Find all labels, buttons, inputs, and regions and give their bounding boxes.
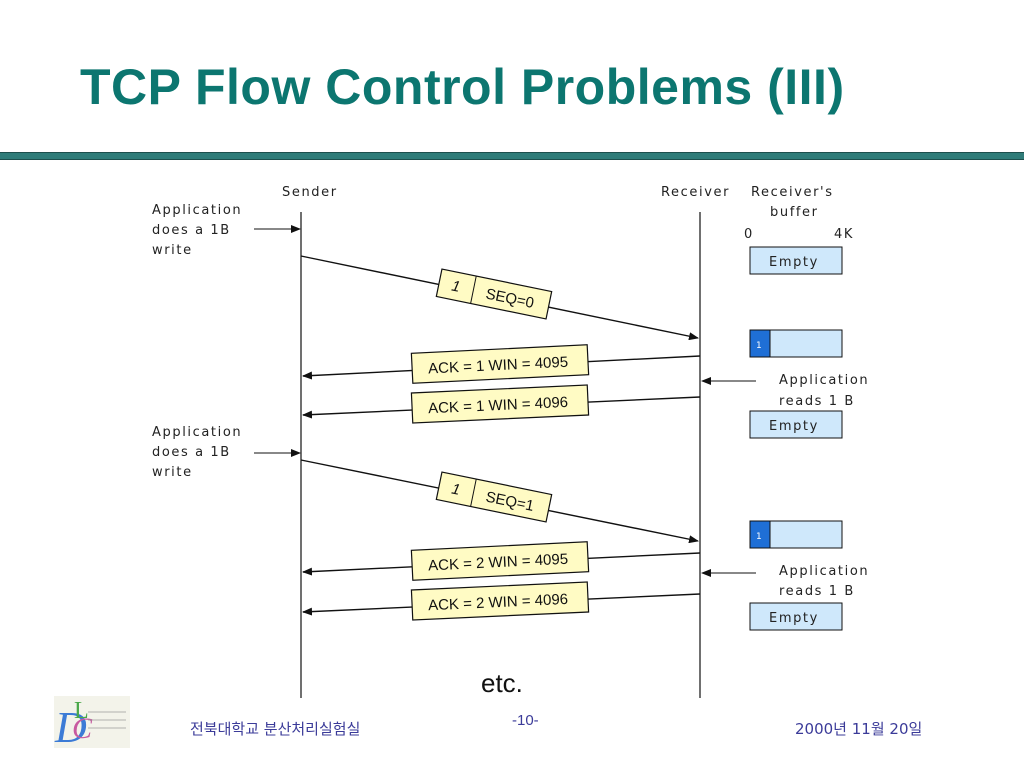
- message-text: ACK = 2 WIN = 4096: [428, 591, 569, 614]
- buffer-state-4: 1: [749, 520, 843, 549]
- message-seq-1: 1 SEQ=1: [300, 459, 699, 544]
- message-text: ACK = 2 WIN = 4095: [428, 551, 569, 575]
- buffer-state-3: Empty: [749, 410, 843, 439]
- message-text: ACK = 1 WIN = 4096: [428, 394, 569, 417]
- app-read-annotation-1: Application reads 1 B: [701, 373, 869, 409]
- svg-text:Empty: Empty: [769, 255, 819, 270]
- footer-organization: 전북대학교 분산처리실험실: [190, 720, 361, 738]
- page-number: -10-: [512, 712, 539, 729]
- svg-text:Application: Application: [152, 425, 242, 440]
- message-byte: 1: [450, 278, 462, 296]
- svg-text:Empty: Empty: [769, 611, 819, 626]
- buffer-scale-start: 0: [744, 227, 754, 242]
- receiver-label: Receiver: [661, 185, 730, 200]
- app-write-annotation-2: Application does a 1B write: [152, 425, 301, 480]
- svg-text:reads 1 B: reads 1 B: [779, 584, 855, 599]
- svg-text:Application: Application: [779, 373, 869, 388]
- svg-text:write: write: [152, 243, 193, 258]
- slide-title: TCP Flow Control Problems (III): [80, 59, 845, 115]
- lab-logo: D C L: [54, 696, 130, 750]
- message-ack-1-win-4096: ACK = 1 WIN = 4096: [302, 384, 701, 424]
- app-read-annotation-2: Application reads 1 B: [701, 564, 869, 599]
- etc-note: etc.: [481, 668, 523, 698]
- message-ack-2-win-4095: ACK = 2 WIN = 4095: [302, 541, 701, 581]
- message-text: ACK = 1 WIN = 4095: [428, 354, 569, 378]
- svg-text:Application: Application: [152, 203, 242, 218]
- svg-text:does a 1B: does a 1B: [152, 445, 231, 460]
- app-write-annotation-1: Application does a 1B write: [152, 203, 301, 258]
- message-seq-0: 1 SEQ=0: [300, 255, 699, 341]
- svg-text:reads 1 B: reads 1 B: [779, 394, 855, 409]
- svg-text:does a 1B: does a 1B: [152, 223, 231, 238]
- message-byte: 1: [450, 481, 462, 499]
- svg-text:Application: Application: [779, 564, 869, 579]
- logo-letter-c: C: [72, 712, 93, 745]
- buffer-state-5: Empty: [749, 602, 843, 631]
- buffer-scale-end: 4K: [834, 227, 854, 242]
- svg-text:Empty: Empty: [769, 419, 819, 434]
- buffer-label-2: buffer: [770, 205, 819, 220]
- message-ack-2-win-4096: ACK = 2 WIN = 4096: [302, 581, 701, 621]
- buffer-state-1: Empty: [749, 246, 843, 275]
- logo-letter-d: D: [54, 703, 87, 750]
- buffer-label: Receiver's: [751, 185, 834, 200]
- message-ack-1-win-4095: ACK = 1 WIN = 4095: [302, 344, 701, 384]
- title-divider: [0, 152, 1024, 160]
- buffer-state-2: 1: [749, 329, 843, 358]
- buffer-byte: 1: [756, 341, 762, 351]
- logo-letter-l: L: [74, 698, 89, 724]
- svg-text:write: write: [152, 465, 193, 480]
- footer-date: 2000년 11월 20일: [795, 720, 923, 738]
- sender-label: Sender: [282, 185, 338, 200]
- buffer-byte: 1: [756, 532, 762, 542]
